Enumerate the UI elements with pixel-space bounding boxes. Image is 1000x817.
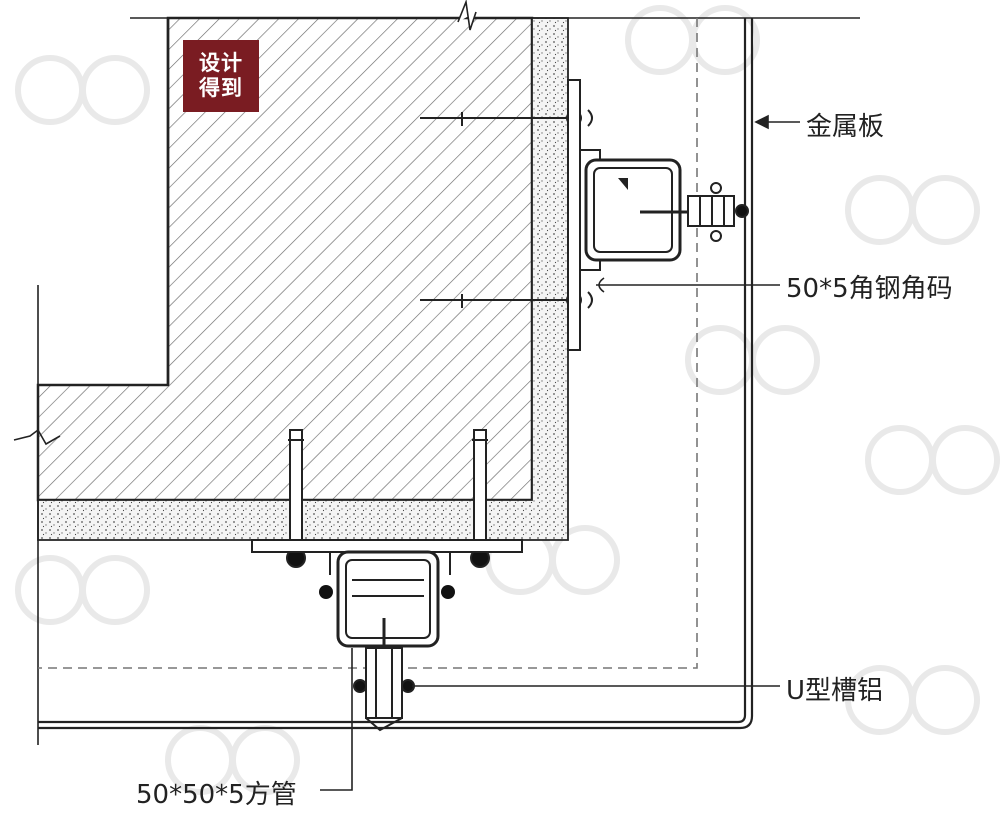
label-metal-panel: 金属板 [806, 112, 885, 142]
square-tube-bottom [319, 550, 455, 660]
u-channel [353, 647, 415, 732]
dashed-line [38, 18, 698, 669]
concrete-wall [36, 16, 534, 502]
angle-plate-bottom [251, 539, 523, 553]
logo-line-2: 得到 [199, 76, 243, 100]
logo-line-1: 设计 [199, 51, 243, 75]
angle-plate-right [567, 79, 581, 351]
label-square-tube: 50*50*5方管 [136, 780, 297, 810]
label-angle-bracket: 50*5角钢角码 [786, 274, 953, 304]
leader-lines [320, 114, 800, 791]
brand-logo: 设计 得到 [183, 40, 259, 112]
watermark [15, 5, 1000, 795]
square-tube-right [584, 158, 700, 262]
panel-bolt-right [687, 182, 749, 242]
metal-panel-outline [38, 18, 747, 724]
label-u-channel: U型槽铝 [786, 676, 884, 706]
anchor-bolts-bottom [286, 429, 490, 568]
